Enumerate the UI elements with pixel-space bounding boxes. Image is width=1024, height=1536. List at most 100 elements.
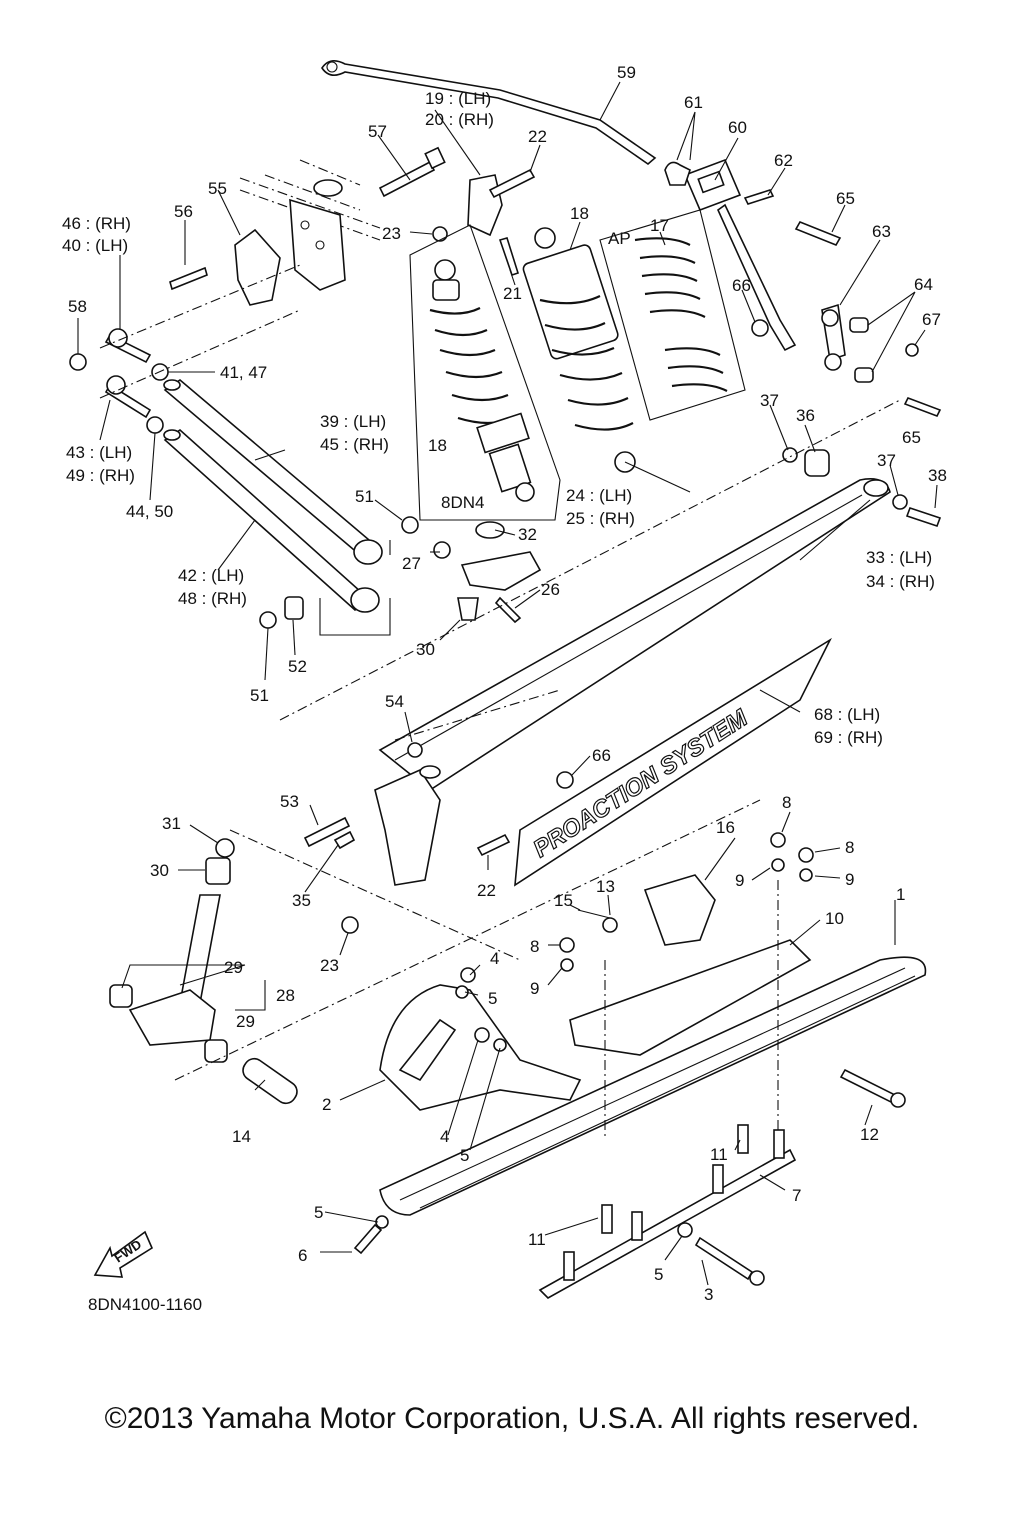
bushing-arm-top xyxy=(353,539,383,565)
callout-14: 14 xyxy=(232,1127,251,1146)
washer-5-low xyxy=(677,1222,693,1238)
callout-8-low: 8 xyxy=(530,937,539,956)
nut-8c xyxy=(559,937,575,953)
spring-ap-frame xyxy=(599,209,746,421)
callout-4-low: 4 xyxy=(440,1127,449,1146)
ski-saddle-10 xyxy=(569,939,812,1056)
callout-37-right: 37 xyxy=(877,451,896,470)
callout-46-rh: 46 : (RH) xyxy=(62,214,131,233)
bushing-29b xyxy=(204,1039,228,1063)
callout-67: 67 xyxy=(922,310,941,329)
leader-lines xyxy=(77,81,938,1286)
nut-54 xyxy=(407,742,423,758)
nut-58 xyxy=(69,353,87,371)
callout-57: 57 xyxy=(368,122,387,141)
callout-5-top: 5 xyxy=(488,989,497,1008)
nut-23-low xyxy=(341,916,359,934)
bracket-24-25 xyxy=(460,551,542,591)
callout-13: 13 xyxy=(596,877,615,896)
bolt-12 xyxy=(839,1068,897,1104)
bolt-56 xyxy=(169,266,208,291)
callout-51-top: 51 xyxy=(355,487,374,506)
bolt-26 xyxy=(494,596,522,624)
callout-53: 53 xyxy=(280,792,299,811)
collar-30-low xyxy=(205,857,231,885)
cap-32 xyxy=(475,521,505,539)
nut-23 xyxy=(432,226,448,242)
stud-11e xyxy=(712,1164,724,1194)
callout-51-bottom: 51 xyxy=(250,686,269,705)
callout-61: 61 xyxy=(684,93,703,112)
washer-51-top xyxy=(401,516,419,534)
callout-10: 10 xyxy=(825,909,844,928)
nut-8a xyxy=(770,832,786,848)
stabilizer-bar xyxy=(321,60,657,166)
shock-absorber-18-right xyxy=(522,227,636,473)
collar-30-top xyxy=(457,597,479,621)
callout-37-left: 37 xyxy=(760,391,779,410)
callout-28: 28 xyxy=(276,986,295,1005)
stud-11a xyxy=(737,1124,749,1154)
callout-55: 55 xyxy=(208,179,227,198)
callout-22-mid: 22 xyxy=(477,881,496,900)
bushing-29a xyxy=(109,984,133,1008)
callout-31: 31 xyxy=(162,814,181,833)
callout-29-low: 29 xyxy=(236,1012,255,1031)
callout-19-20-lh: 19 : (LH) xyxy=(425,89,491,108)
callout-65-top: 65 xyxy=(836,189,855,208)
decal-68-69 xyxy=(514,637,832,887)
pin-15 xyxy=(577,909,611,919)
collar-14 xyxy=(242,1057,298,1105)
stud-11b xyxy=(773,1129,785,1159)
spring-17 xyxy=(634,237,728,392)
callout-5-bottom: 5 xyxy=(654,1265,663,1284)
nut-4b xyxy=(474,1027,490,1043)
nut-4a xyxy=(460,967,476,983)
callout-ap: AP xyxy=(608,229,631,248)
callout-32: 32 xyxy=(518,525,537,544)
callout-24-25-lh: 24 : (LH) xyxy=(566,486,632,505)
callout-5-left: 5 xyxy=(314,1203,323,1222)
callout-36: 36 xyxy=(796,406,815,425)
shock-8dn4-frame xyxy=(409,224,561,521)
wear-bar-7 xyxy=(538,1148,797,1299)
callout-18-left: 18 xyxy=(428,436,447,455)
callout-7: 7 xyxy=(792,1186,801,1205)
bolt-57 xyxy=(378,160,436,198)
shock-bracket-19-20 xyxy=(467,174,503,237)
stud-11c xyxy=(601,1204,613,1234)
fwd-arrow: FWD xyxy=(93,1230,154,1278)
washer-37-right xyxy=(892,494,908,510)
washer-5a xyxy=(455,985,469,999)
callout-1: 1 xyxy=(896,885,905,904)
callout-29-top: 29 xyxy=(224,958,243,977)
washer-67 xyxy=(905,343,919,357)
callout-63: 63 xyxy=(872,222,891,241)
diagram-code: 8DN4100-1160 xyxy=(88,1295,202,1314)
callout-68-69-rh: 69 : (RH) xyxy=(814,728,883,747)
callout-38: 38 xyxy=(928,466,947,485)
nut-27 xyxy=(433,541,451,559)
callout-21: 21 xyxy=(503,284,522,303)
bolt-22-top xyxy=(488,168,536,199)
bolt-21 xyxy=(498,237,519,277)
clip-61 xyxy=(664,161,691,186)
bolt-65-bottom xyxy=(903,396,942,418)
callout-19-20-rh: 20 : (RH) xyxy=(425,110,494,129)
callout-30-top: 30 xyxy=(416,640,435,659)
callout-43-49-rh: 49 : (RH) xyxy=(66,466,135,485)
bushing-36 xyxy=(804,449,830,477)
callout-33-34-lh: 33 : (LH) xyxy=(866,548,932,567)
callout-44-50: 44, 50 xyxy=(126,502,173,521)
bolt-53 xyxy=(303,816,351,848)
callout-22-top: 22 xyxy=(528,127,547,146)
callout-42-48-rh: 48 : (RH) xyxy=(178,589,247,608)
callout-24-25-rh: 25 : (RH) xyxy=(566,509,635,528)
washer-37-left xyxy=(782,447,798,463)
callout-65-bottom: 65 xyxy=(902,428,921,447)
callout-35: 35 xyxy=(292,891,311,910)
callout-58: 58 xyxy=(68,297,87,316)
callout-39-45-lh: 39 : (LH) xyxy=(320,412,386,431)
callout-2: 2 xyxy=(322,1095,331,1114)
callout-30-low: 30 xyxy=(150,861,169,880)
